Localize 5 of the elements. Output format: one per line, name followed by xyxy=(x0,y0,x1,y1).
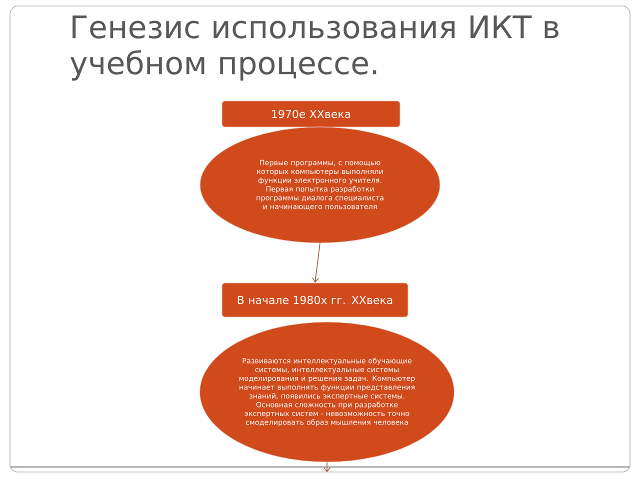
arrow xyxy=(312,242,320,283)
header-box: В начале 1980х гг. XXвека xyxy=(222,282,408,318)
header-box: 1970е XXвека xyxy=(222,100,400,128)
title: Генезис использования ИКТ в учебном процессе. xyxy=(70,16,558,81)
arrow xyxy=(324,462,330,472)
